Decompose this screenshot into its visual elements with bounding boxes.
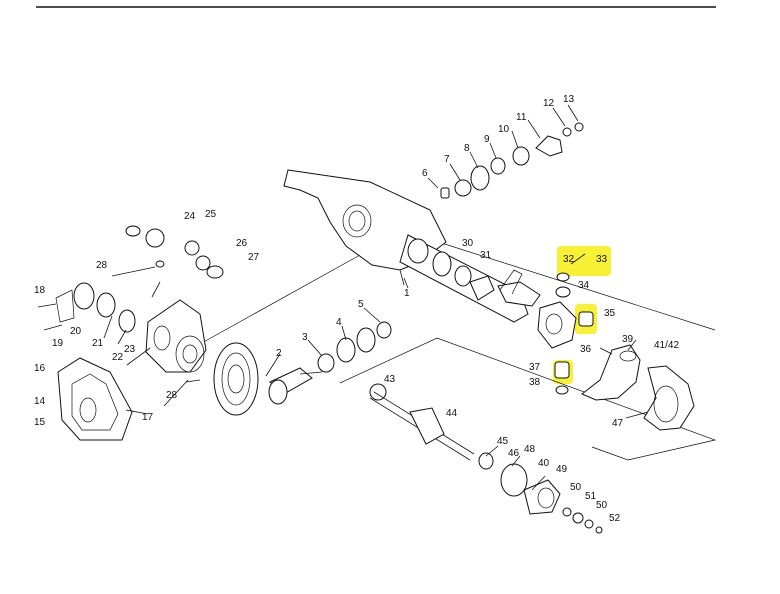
callout-15: 15 [34, 417, 46, 428]
callout-33: 33 [596, 254, 608, 265]
callout-21: 21 [92, 338, 104, 349]
splash-shield [643, 365, 695, 431]
axle-seals [432, 251, 495, 301]
callout-labels: 1 2 3 4 5 6 7 8 9 10 11 12 13 14 15 16 1… [34, 94, 679, 524]
callout-39: 39 [622, 334, 634, 345]
callout-43: 43 [384, 374, 396, 385]
callout-28-lower: 28 [166, 390, 178, 401]
callout-14: 14 [34, 396, 46, 407]
pinion-yoke-parts [440, 122, 584, 199]
pinion-bearings [317, 321, 392, 373]
callout-6: 6 [422, 168, 428, 179]
callout-45: 45 [497, 436, 509, 447]
callout-22: 22 [112, 352, 124, 363]
callout-51: 51 [585, 491, 597, 502]
callout-50-a: 50 [570, 482, 582, 493]
callout-34: 34 [578, 280, 590, 291]
callout-11: 11 [516, 112, 527, 123]
axle-housing [283, 169, 541, 323]
callout-40: 40 [538, 458, 550, 469]
callout-37: 37 [529, 362, 541, 373]
ball-joints [554, 253, 594, 395]
callout-2: 2 [276, 348, 282, 359]
inner-axle-shaft [369, 383, 494, 470]
steering-group-outline [431, 239, 716, 331]
callout-38: 38 [529, 377, 541, 388]
callout-41-42: 41/42 [654, 340, 679, 351]
callout-10: 10 [498, 124, 510, 135]
callout-28-upper: 28 [96, 260, 108, 271]
callout-9: 9 [484, 134, 490, 145]
callout-49: 49 [556, 464, 568, 475]
callout-30: 30 [462, 238, 474, 249]
spider-gears [111, 225, 224, 279]
steering-knuckle [537, 301, 641, 401]
pinion-gear [268, 367, 323, 405]
callout-44: 44 [446, 408, 458, 419]
callout-19: 19 [52, 338, 64, 349]
callout-8: 8 [464, 143, 470, 154]
callout-16: 16 [34, 363, 46, 374]
ring-gear-guide [199, 254, 361, 345]
left-bearings [43, 281, 201, 383]
callout-7: 7 [444, 154, 450, 165]
callout-47: 47 [612, 418, 624, 429]
callout-36: 36 [580, 344, 592, 355]
callout-5: 5 [358, 299, 364, 310]
callout-18: 18 [34, 285, 46, 296]
callout-50-b: 50 [596, 500, 608, 511]
callout-3: 3 [302, 332, 308, 343]
callout-25: 25 [205, 209, 217, 220]
callout-17: 17 [142, 412, 154, 423]
callout-32: 32 [563, 254, 575, 265]
ring-gear [213, 342, 259, 416]
differential-carrier [145, 299, 207, 373]
diff-cover [57, 357, 133, 441]
driveshaft-group-outline [339, 337, 717, 461]
callout-24: 24 [184, 211, 196, 222]
callout-52: 52 [609, 513, 621, 524]
highlight-32-33 [557, 246, 611, 276]
callout-12: 12 [543, 98, 555, 109]
callout-20: 20 [70, 326, 82, 337]
callout-13: 13 [563, 94, 575, 105]
callout-1: 1 [404, 288, 410, 299]
callout-23: 23 [124, 344, 136, 355]
callout-48: 48 [524, 444, 536, 455]
callout-31: 31 [480, 250, 492, 261]
callout-35: 35 [604, 308, 616, 319]
callout-4: 4 [336, 317, 342, 328]
callout-27: 27 [248, 252, 260, 263]
leader-lines [37, 104, 649, 491]
callout-26: 26 [236, 238, 248, 249]
callout-46: 46 [508, 448, 520, 459]
